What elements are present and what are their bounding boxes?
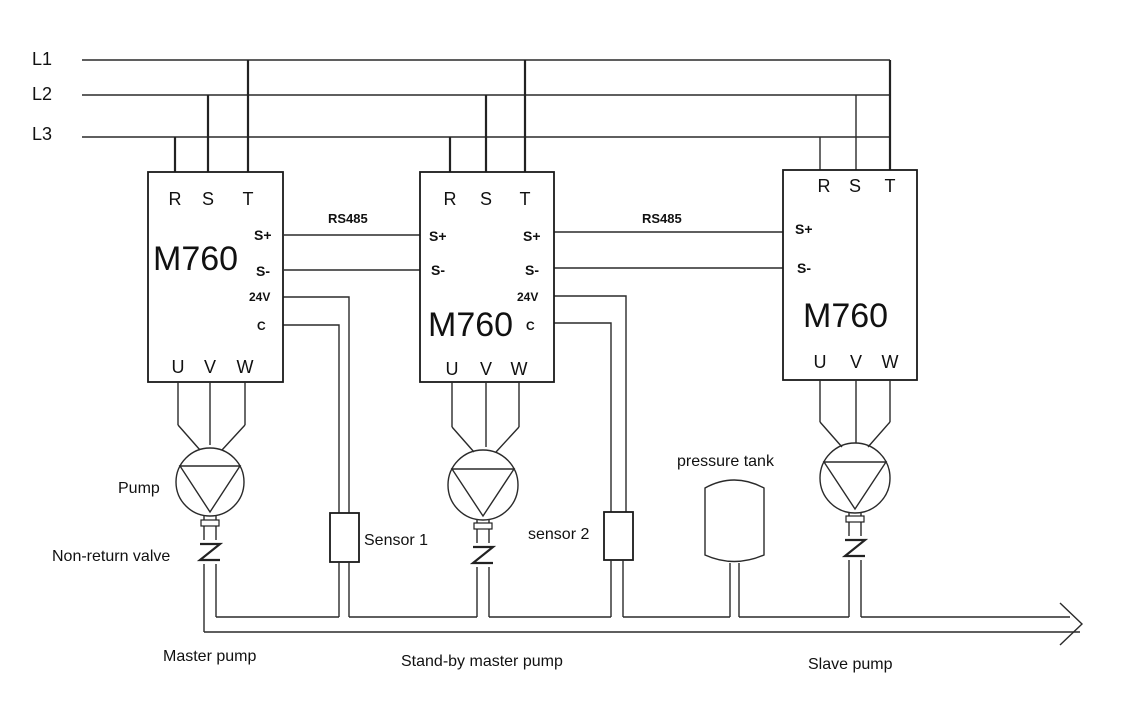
label-pump: Pump — [118, 480, 160, 497]
terminal-u: U — [814, 352, 827, 372]
terminal-24v: 24V — [249, 290, 270, 304]
motor-feeds — [177, 380, 891, 453]
flow-arrow-icon — [1059, 602, 1084, 646]
terminal-w: W — [882, 352, 899, 372]
label-sensor-2: sensor 2 — [528, 526, 589, 543]
terminal-s-plus-in: S+ — [429, 228, 447, 244]
terminal-s-minus-out: S- — [525, 262, 539, 278]
line-label-l1: L1 — [32, 49, 52, 69]
terminal-u: U — [446, 359, 459, 379]
terminal-w: W — [237, 357, 254, 377]
terminal-r: R — [444, 189, 457, 209]
label-pressure-tank: pressure tank — [677, 453, 775, 470]
rs485-label-1: RS485 — [328, 211, 368, 226]
terminal-t: T — [885, 176, 896, 196]
terminal-s: S — [480, 189, 492, 209]
terminal-s-minus-in: S- — [431, 262, 445, 278]
terminal-t: T — [243, 189, 254, 209]
line-label-l3: L3 — [32, 124, 52, 144]
terminal-s-minus: S- — [256, 263, 270, 279]
terminal-s-plus-out: S+ — [523, 228, 541, 244]
line-label-l2: L2 — [32, 84, 52, 104]
vfd-standby: R S T S+ S- S+ S- 24V M760 C U V W — [419, 171, 555, 383]
sensor-wiring — [283, 295, 627, 513]
terminal-r: R — [818, 176, 831, 196]
terminal-c: C — [526, 319, 535, 333]
pressure-tank — [704, 479, 765, 617]
valve-standby — [469, 519, 497, 617]
terminal-v: V — [204, 357, 216, 377]
sensor-1 — [329, 512, 360, 617]
pump-icon — [175, 447, 245, 517]
terminal-s-plus: S+ — [254, 227, 272, 243]
terminal-v: V — [850, 352, 862, 372]
vfd-model: M760 — [428, 306, 513, 344]
pump-icon — [447, 449, 519, 521]
valve-master — [196, 516, 224, 632]
terminal-t: T — [520, 189, 531, 209]
label-master-pump: Master pump — [163, 648, 256, 665]
terminal-s: S — [849, 176, 861, 196]
vfd-model: M760 — [153, 240, 238, 278]
vfd-slave: R S T S+ S- M760 U V W — [782, 169, 918, 381]
label-valve: Non-return valve — [52, 548, 170, 565]
label-sensor-1: Sensor 1 — [364, 532, 428, 549]
terminal-c: C — [257, 319, 266, 333]
terminal-u: U — [172, 357, 185, 377]
terminal-24v: 24V — [517, 290, 538, 304]
label-standby-pump: Stand-by master pump — [401, 653, 563, 670]
terminal-w: W — [511, 359, 528, 379]
terminal-s-minus: S- — [797, 260, 811, 276]
terminal-s-plus: S+ — [795, 221, 813, 237]
power-lines: L1 L2 L3 — [32, 49, 892, 172]
terminal-r: R — [169, 189, 182, 209]
terminal-s: S — [202, 189, 214, 209]
vfd-master: R S T M760 S+ S- 24V C U V W — [147, 171, 284, 383]
rs485-label-2: RS485 — [642, 211, 682, 226]
vfd-model: M760 — [803, 297, 888, 335]
rs485-bus: RS485 RS485 — [284, 211, 783, 271]
label-slave-pump: Slave pump — [808, 656, 893, 673]
discharge-pipe — [204, 602, 1084, 646]
terminal-v: V — [480, 359, 492, 379]
pump-icon — [819, 442, 891, 514]
sensor-2 — [603, 511, 634, 617]
valve-slave — [841, 512, 869, 617]
